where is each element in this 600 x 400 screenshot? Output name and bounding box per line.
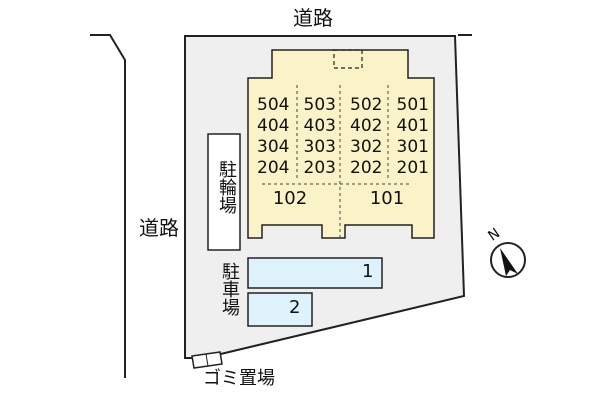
unit-row-4f: 404 403 402 401 xyxy=(250,118,436,135)
unit-label-101: 101 xyxy=(369,188,405,209)
bicycle-parking-label: 駐輪場 xyxy=(216,160,237,214)
unit-label: 201 xyxy=(396,158,429,178)
unit-label: 204 xyxy=(257,158,290,178)
unit-label: 304 xyxy=(257,137,290,157)
unit-label: 502 xyxy=(350,95,383,115)
unit-label: 202 xyxy=(350,158,383,178)
unit-label: 301 xyxy=(396,137,429,157)
trash-area-divider xyxy=(205,353,209,367)
unit-label: 404 xyxy=(257,116,290,136)
unit-label: 302 xyxy=(350,137,383,157)
unit-label: 501 xyxy=(396,95,429,115)
parking-space-2 xyxy=(247,292,313,327)
unit-label: 503 xyxy=(303,95,336,115)
car-parking-label: 駐車場 xyxy=(219,262,240,316)
unit-label: 504 xyxy=(257,95,290,115)
unit-row-3f: 304 303 302 301 xyxy=(250,139,436,156)
road-label-top: 道路 xyxy=(293,6,333,30)
bicycle-parking-area xyxy=(207,133,241,251)
trash-area-label: ゴミ置場 xyxy=(203,368,275,389)
unit-label: 401 xyxy=(396,116,429,136)
parking-space-number: 1 xyxy=(362,261,374,282)
unit-label: 203 xyxy=(303,158,336,178)
parking-space-1 xyxy=(247,257,383,289)
compass-icon xyxy=(490,242,526,278)
unit-label-102: 102 xyxy=(272,188,308,209)
parking-space-number: 2 xyxy=(289,297,301,318)
building-dashed-outline xyxy=(333,49,363,69)
unit-label: 403 xyxy=(303,116,336,136)
road-label-left: 道路 xyxy=(139,216,179,240)
unit-row-5f: 504 503 502 501 xyxy=(250,97,436,114)
road-boundary-line xyxy=(90,34,126,378)
unit-row-2f: 204 203 202 201 xyxy=(250,160,436,177)
unit-label: 303 xyxy=(303,137,336,157)
unit-label: 402 xyxy=(350,116,383,136)
